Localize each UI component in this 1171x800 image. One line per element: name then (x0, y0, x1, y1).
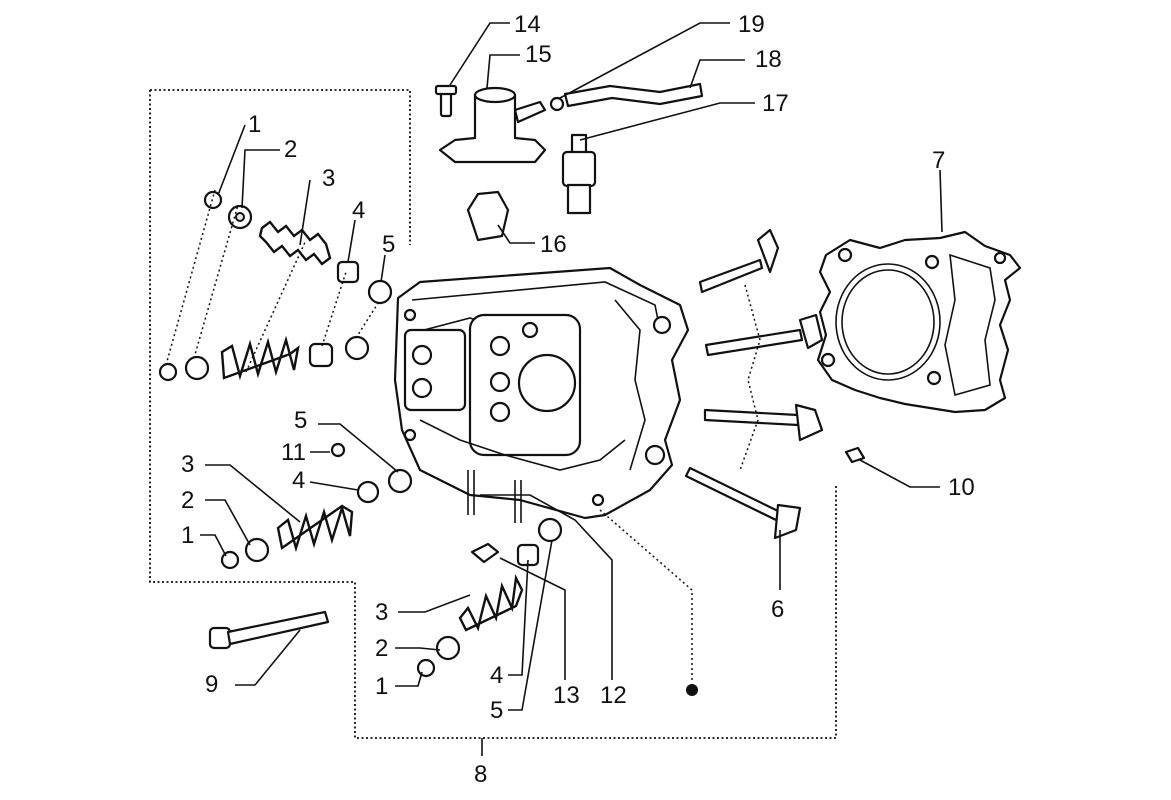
bolt-9 (208, 610, 330, 650)
callout-1: 1 (248, 111, 261, 138)
callout-labels: 14 15 19 18 17 16 7 1 2 3 4 5 5 11 4 3 2… (181, 11, 975, 788)
callout-12: 12 (600, 682, 627, 709)
temperature-sensor-17 (561, 133, 597, 215)
callout-19: 19 (738, 11, 765, 38)
callout-17: 17 (762, 90, 789, 117)
callout-8: 8 (474, 761, 487, 788)
callout-5: 5 (490, 697, 503, 724)
callout-18: 18 (755, 46, 782, 73)
callout-3: 3 (322, 165, 335, 192)
callout-5: 5 (382, 231, 395, 258)
valve-kit-group-outline (149, 89, 837, 739)
head-gasket-7 (816, 230, 1022, 414)
callout-7: 7 (932, 147, 945, 174)
callout-1: 1 (181, 522, 194, 549)
callout-2: 2 (375, 635, 388, 662)
callout-4: 4 (352, 197, 365, 224)
callout-9: 9 (205, 671, 218, 698)
cylinder-head (393, 266, 690, 523)
callout-2: 2 (181, 487, 194, 514)
callout-2: 2 (284, 136, 297, 163)
upper-valve-train (158, 189, 393, 382)
callout-16: 16 (540, 231, 567, 258)
thermostat-cover (438, 86, 547, 164)
leader-lines (200, 22, 943, 711)
plug-10 (844, 446, 866, 464)
valves-6 (684, 228, 824, 540)
callout-1: 1 (375, 673, 388, 700)
bottom-valve-train (416, 517, 563, 678)
callout-3: 3 (181, 451, 194, 478)
callout-6: 6 (771, 596, 784, 623)
callout-11: 11 (281, 439, 306, 466)
thermostat-16 (466, 190, 510, 242)
clip-19 (549, 96, 565, 112)
callout-4: 4 (490, 662, 503, 689)
screw-14 (434, 84, 458, 118)
hose-18 (563, 82, 704, 108)
callout-15: 15 (525, 41, 552, 68)
callout-5: 5 (294, 407, 307, 434)
callout-3: 3 (375, 599, 388, 626)
callout-14: 14 (514, 11, 541, 38)
callout-10: 10 (948, 474, 975, 501)
callout-4: 4 (292, 467, 305, 494)
callout-13: 13 (553, 682, 580, 709)
lower-valve-train (220, 442, 413, 570)
bullet-dot (686, 684, 698, 696)
